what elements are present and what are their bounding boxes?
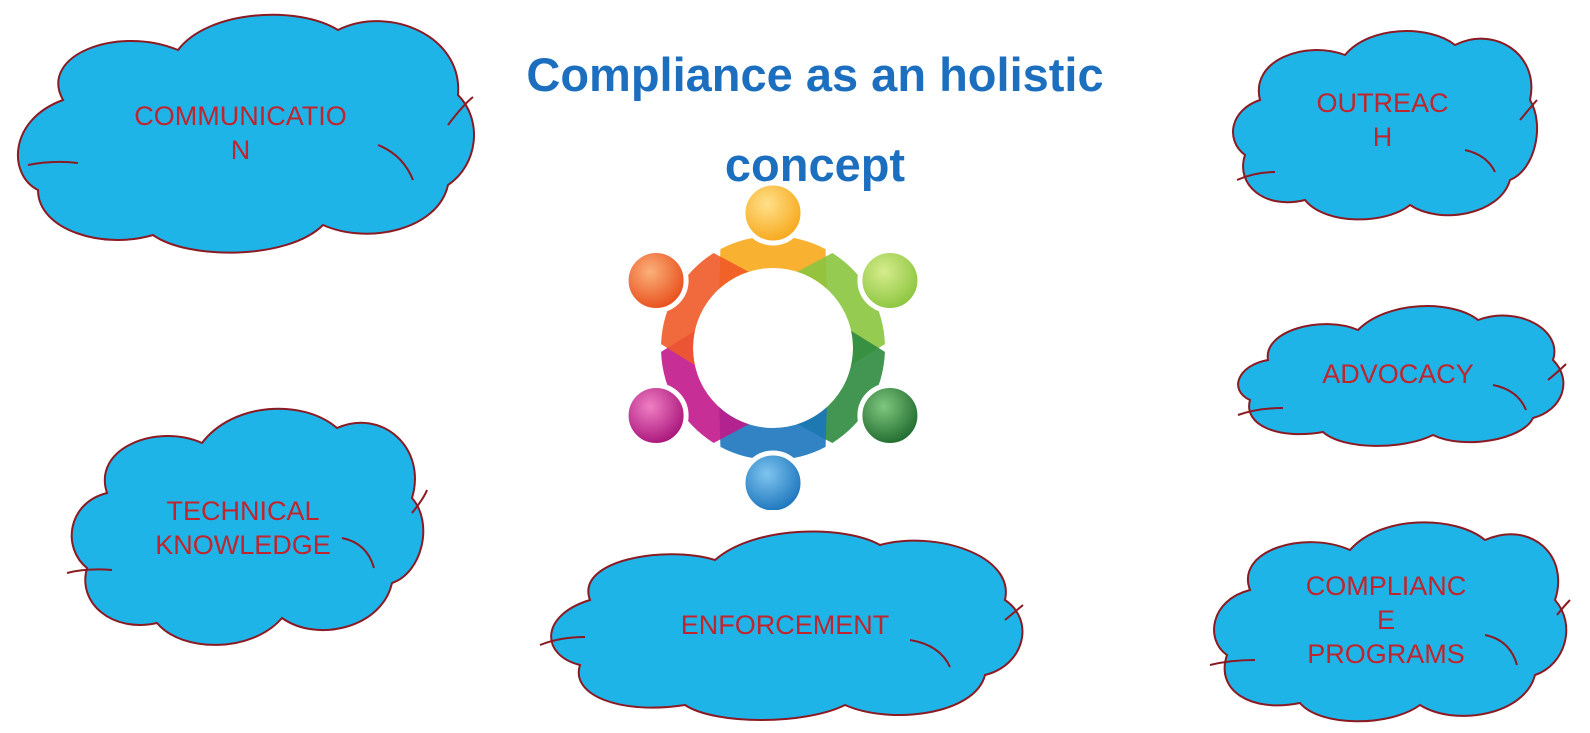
cloud-advocacy: ADVOCACY <box>1228 300 1568 448</box>
cloud-tail-left <box>1236 171 1276 181</box>
cloud-tail-left <box>1209 659 1256 666</box>
person-head <box>740 450 806 510</box>
cloud-tail-left <box>539 636 586 646</box>
person-head <box>857 248 923 313</box>
cloud-tail-inner <box>341 537 375 569</box>
person-arm <box>661 330 749 443</box>
cloud-shape <box>1209 521 1571 723</box>
cloud-body <box>17 13 475 254</box>
cloud-outreach: OUTREAC H <box>1225 20 1540 221</box>
cloud-label-line: H <box>1372 122 1393 152</box>
person-arm <box>797 253 885 366</box>
person-head <box>740 180 806 246</box>
cloud-compliance-programs: COMPLIANC E PROGRAMS <box>1205 515 1571 725</box>
cloud-body <box>1213 521 1568 723</box>
cloud-label-line: KNOWLEDGE <box>155 530 331 560</box>
cloud-label: TECHNICAL KNOWLEDGE <box>62 398 424 658</box>
title-line-1: Compliance as an holistic <box>526 48 1104 101</box>
cloud-technical-knowledge: TECHNICAL KNOWLEDGE <box>62 398 428 658</box>
cloud-label: ADVOCACY <box>1228 300 1568 448</box>
cloud-communication: COMMUNICATIO N <box>8 5 475 260</box>
cloud-tail-inner <box>1492 384 1527 411</box>
cloud-label-line: PROGRAMS <box>1307 639 1465 669</box>
person-arm <box>719 236 827 289</box>
cloud-tail-inner <box>909 639 951 668</box>
cloud-label-line: OUTREAC <box>1316 88 1449 118</box>
title-line-2: concept <box>724 138 906 191</box>
cloud-tail-left <box>66 568 113 574</box>
cloud-tail-right <box>1547 363 1567 381</box>
person-arm <box>719 407 827 460</box>
cloud-shape <box>1232 30 1538 221</box>
cloud-tail-inner <box>1464 149 1496 173</box>
person-head <box>623 383 689 448</box>
cloud-label-line: N <box>230 134 251 165</box>
person-arm <box>661 253 749 366</box>
cloud-shape <box>17 13 475 254</box>
cloud-enforcement: ENFORCEMENT <box>535 525 1035 725</box>
cloud-body <box>1232 30 1538 221</box>
cloud-label-line: TECHNICAL <box>166 496 320 526</box>
cloud-body <box>1237 305 1565 447</box>
cloud-label-line: ENFORCEMENT <box>680 610 890 640</box>
cloud-tail-left <box>1237 407 1284 416</box>
cloud-shape <box>66 407 428 646</box>
cloud-label: COMPLIANC E PROGRAMS <box>1205 515 1567 725</box>
cloud-body <box>70 407 425 646</box>
cloud-tail-right <box>447 96 474 126</box>
person-head <box>857 383 923 448</box>
cloud-label: OUTREAC H <box>1225 20 1540 220</box>
cloud-label-line: COMMUNICATIO <box>134 100 347 131</box>
people-circle-icon <box>598 180 948 510</box>
cloud-tail-inner <box>1484 634 1518 666</box>
cloud-shape <box>1237 305 1567 447</box>
cloud-tail-right <box>1004 604 1024 621</box>
cloud-label-line: ADVOCACY <box>1322 359 1474 389</box>
cloud-label: ENFORCEMENT <box>535 525 1035 725</box>
person-head <box>623 248 689 313</box>
cloud-tail-inner <box>377 144 414 181</box>
cloud-body <box>550 530 1024 721</box>
people-circle-graphic <box>623 180 923 510</box>
cloud-shape <box>539 530 1024 721</box>
cloud-tail-bottom <box>27 160 79 166</box>
cloud-label-line: COMPLIANC <box>1305 571 1467 601</box>
cloud-tail-right <box>1519 99 1538 121</box>
page-title: Compliance as an holistic concept <box>470 30 1160 210</box>
cloud-label-line: E <box>1376 605 1395 635</box>
cloud-label: COMMUNICATIO N <box>8 5 473 260</box>
cloud-tail-right <box>1556 599 1571 616</box>
cloud-tail-right <box>411 489 428 514</box>
